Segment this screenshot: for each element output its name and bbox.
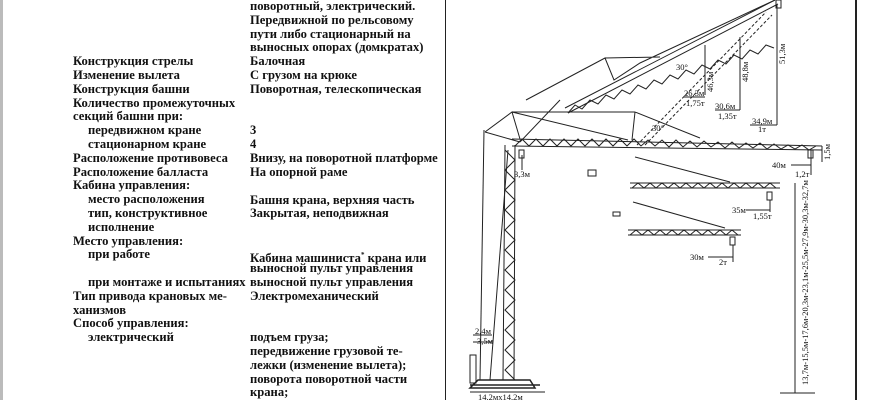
- load-label: 2т: [719, 257, 727, 267]
- height-label: 1,5м: [822, 143, 832, 160]
- spec-value: подъем груза;: [250, 330, 329, 345]
- load-label: 1,35т: [718, 111, 737, 121]
- spec-label: Место управления:: [73, 233, 184, 248]
- spec-value: выносных опорах (домкратах): [250, 40, 424, 55]
- height-label: 46,3м: [705, 71, 715, 92]
- spec-value: Внизу, на поворотной платформе: [250, 150, 438, 165]
- spec-value: поворота поворотной части: [250, 371, 408, 386]
- spec-label: передвижном кране: [88, 123, 202, 138]
- spec-value: пути либо стационарный на: [250, 26, 411, 41]
- spec-label: Изменение вылета: [73, 68, 180, 82]
- base-dimension-label: 14,2мx14,2м: [478, 392, 523, 400]
- spec-value: крана;: [250, 385, 289, 400]
- spec-label: Кабина управления:: [73, 178, 191, 193]
- spec-label: при монтаже и испытаниях: [88, 275, 246, 289]
- spec-value: Башня крана, верхняя часть: [250, 193, 415, 207]
- radius-label: 26,3м: [684, 88, 705, 98]
- radius-label: 35м: [732, 205, 747, 215]
- radius-label: 30,6м: [715, 101, 736, 111]
- spec-value: Передвижной по рельсовому: [250, 12, 414, 27]
- radius-label: 3,3м: [514, 169, 531, 179]
- spec-label: стационарном кране: [88, 137, 207, 151]
- dimension-labels: 26,3м 1,75т 30,6м 1,35т 34,9м 1т 46,3м 4…: [475, 43, 832, 400]
- radius-label: 40м: [772, 160, 787, 170]
- spec-label: при работе: [88, 247, 151, 262]
- spec-label: секций башни при:: [73, 109, 184, 124]
- spec-value: поворотный, электрический.: [250, 0, 416, 13]
- spec-label: Расположение противовеса: [73, 150, 228, 165]
- dimension-lines: [473, 37, 823, 394]
- spec-value: Поворотная, телескопическая: [250, 81, 422, 96]
- spec-label: Количество промежуточных: [73, 95, 236, 110]
- height-label: 51,3м: [777, 43, 787, 64]
- spec-value: лежки (изменение вылета);: [250, 357, 407, 372]
- column-divider: [445, 0, 446, 400]
- spec-label: исполнение: [88, 219, 155, 234]
- footnote-mark: *: [360, 251, 365, 259]
- crane-tower: [468, 129, 545, 393]
- spec-value: выносной пульт управления: [250, 275, 414, 289]
- scan-edge: [0, 0, 3, 400]
- hook-icons: [518, 0, 814, 246]
- spec-value: На опорной раме: [250, 164, 348, 179]
- spec-value: передвижение грузовой те-: [250, 344, 403, 358]
- short-jibs: [628, 156, 780, 262]
- value-text: Кабина машиниста: [250, 251, 361, 266]
- dimension-label: 3,5м: [477, 336, 494, 346]
- dimension-label: 2,4м: [475, 326, 492, 336]
- angle-label: 30°: [652, 123, 664, 133]
- radius-label: 30м: [690, 252, 705, 262]
- load-label: 1,75т: [686, 98, 705, 108]
- spec-value: С грузом на крюке: [250, 68, 357, 82]
- load-label: 1т: [758, 124, 766, 134]
- spec-label: тип, конструктивное: [88, 206, 208, 220]
- spec-label: Конструкция башни: [73, 81, 190, 96]
- spec-label: место расположения: [88, 192, 205, 207]
- spec-value: выносной пульт управления: [250, 261, 414, 276]
- height-label: 48,8м: [740, 61, 750, 82]
- spec-value: 3: [250, 123, 257, 138]
- spec-label: Тип привода крановых ме-: [73, 288, 227, 303]
- spec-label: ханизмов: [73, 302, 127, 317]
- radius-label: 34,9м: [752, 116, 773, 126]
- page-border: [855, 0, 857, 400]
- raised-jib: [525, 0, 779, 125]
- spec-value: Закрытая, неподвижная: [250, 206, 389, 220]
- spec-label: Способ управления:: [73, 316, 189, 331]
- load-label: 1,55т: [753, 211, 772, 221]
- spec-label: Расположение балласта: [73, 164, 209, 179]
- spec-label: Конструкция стрелы: [73, 54, 194, 69]
- spec-value: Электромеханический: [250, 288, 379, 303]
- spec-value: Кабина машиниста* крана или: [250, 248, 426, 265]
- main-jib: [484, 11, 823, 151]
- spec-value: 4: [250, 137, 257, 151]
- value-text: крана или: [367, 251, 427, 266]
- angle-label: 30°: [676, 62, 688, 72]
- tower-heights-label: 13,7м-15,5м-17,6м-20,3м-23,1м-25,5м-27,9…: [800, 179, 810, 385]
- spec-value: Балочная: [250, 54, 306, 69]
- load-label: 1,2т: [795, 169, 810, 179]
- spec-label: электрический: [88, 330, 174, 345]
